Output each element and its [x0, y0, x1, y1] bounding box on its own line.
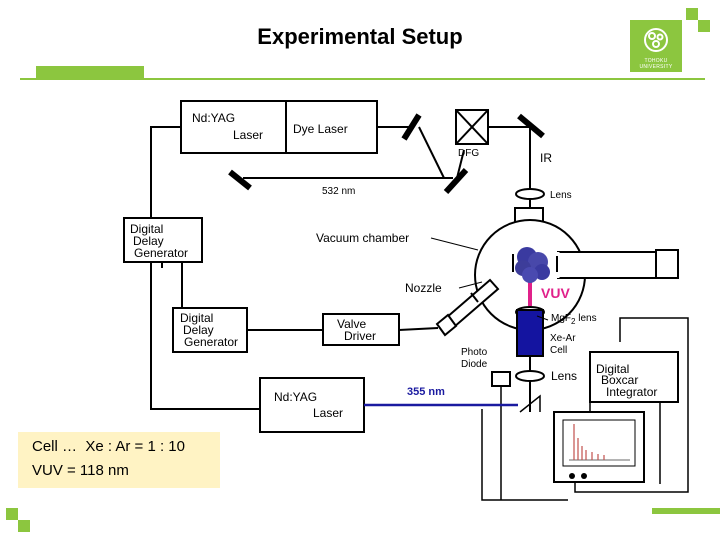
beam-up — [456, 149, 465, 179]
note-line-2: VUV = 118 nm — [32, 462, 129, 479]
boxcar-label-3: Integrator — [606, 385, 657, 399]
page-title: Experimental Setup — [257, 24, 463, 49]
ddg2-label-3: Generator — [184, 335, 238, 349]
dfg-label: DFG — [458, 148, 479, 159]
nm532-label: 532 nm — [322, 186, 355, 197]
ndyag-top-label-1: Nd:YAG — [192, 111, 235, 125]
ddg2-label-1: Digital — [180, 311, 213, 325]
photo-diode — [491, 371, 511, 387]
corner-decoration-top-right — [686, 8, 698, 20]
chamber-tube — [557, 251, 659, 279]
photo-diode-label-2: Diode — [461, 359, 488, 370]
molecule-cluster — [515, 247, 550, 283]
logo-text-2: UNIVERSITY — [639, 64, 673, 70]
lens-bottom — [515, 370, 545, 382]
corner-decoration-bottom-left-2 — [18, 520, 30, 532]
ndyag-bottom-label-1: Nd:YAG — [274, 390, 317, 404]
conditions-note: Cell … Xe : Ar = 1 : 10 VUV = 118 nm — [18, 432, 220, 488]
xear-label-1: Xe-Ar — [550, 333, 576, 344]
tube-end — [655, 249, 679, 279]
dye-laser-label: Dye Laser — [293, 122, 348, 136]
footer-accent-bar — [652, 508, 720, 514]
xear-label-2: Cell — [550, 345, 567, 356]
corner-decoration-bottom-left — [6, 508, 18, 520]
nm355-label: 355 nm — [407, 386, 445, 398]
note-line-1: Cell … Xe : Ar = 1 : 10 — [32, 438, 185, 455]
mgf2-subscript: 2 — [571, 317, 576, 326]
ndyag-bottom-label-2: Laser — [313, 406, 343, 420]
mirror-bottom — [519, 394, 541, 413]
corner-decoration-top-right-2 — [698, 20, 710, 32]
control-wire-left — [150, 126, 262, 410]
header-accent-bar — [36, 66, 144, 78]
logo-emblem-icon — [644, 28, 668, 52]
mirror-3 — [228, 169, 252, 191]
lens-bottom-label: Lens — [551, 369, 577, 383]
ddg2-label-2: Delay — [183, 323, 214, 337]
ddg2-box — [172, 307, 248, 353]
mgf2-text: MgF — [551, 313, 571, 324]
header-divider — [20, 78, 705, 80]
ndyag-top-box — [180, 100, 287, 154]
valve-label-2: Driver — [344, 329, 376, 343]
valve-label-1: Valve — [337, 317, 366, 331]
nozzle-label: Nozzle — [405, 281, 442, 295]
vacuum-chamber-label: Vacuum chamber — [316, 231, 409, 245]
ir-label: IR — [540, 151, 552, 165]
mirror-4 — [443, 167, 469, 195]
ddg1-label-2: Delay — [133, 234, 164, 248]
boxcar-integrator-box — [589, 351, 679, 403]
mirror-2 — [517, 113, 545, 139]
mirror-1 — [401, 113, 422, 141]
boxcar-label-2: Boxcar — [601, 373, 638, 387]
vuv-label: VUV — [541, 285, 570, 301]
ddg1-box — [123, 217, 203, 263]
mgf2-lens-text: lens — [575, 313, 596, 324]
ndyag-top-label-2: Laser — [233, 128, 263, 142]
logo-text-1: TOHOKU — [644, 58, 668, 64]
boxcar-label-1: Digital — [596, 362, 629, 376]
beam-to-mirror — [418, 126, 445, 179]
lens-top-label: Lens — [550, 190, 572, 201]
ddg1-label-1: Digital — [130, 222, 163, 236]
mgf2-label: MgF2 lens — [551, 313, 597, 326]
lens-top — [515, 188, 545, 200]
ndyag-bottom-box — [259, 377, 365, 433]
ddg1-label-3: Generator — [134, 246, 188, 260]
valve-driver-box — [322, 313, 400, 346]
photo-diode-label-1: Photo — [461, 347, 488, 358]
oscilloscope-trace — [569, 424, 630, 461]
